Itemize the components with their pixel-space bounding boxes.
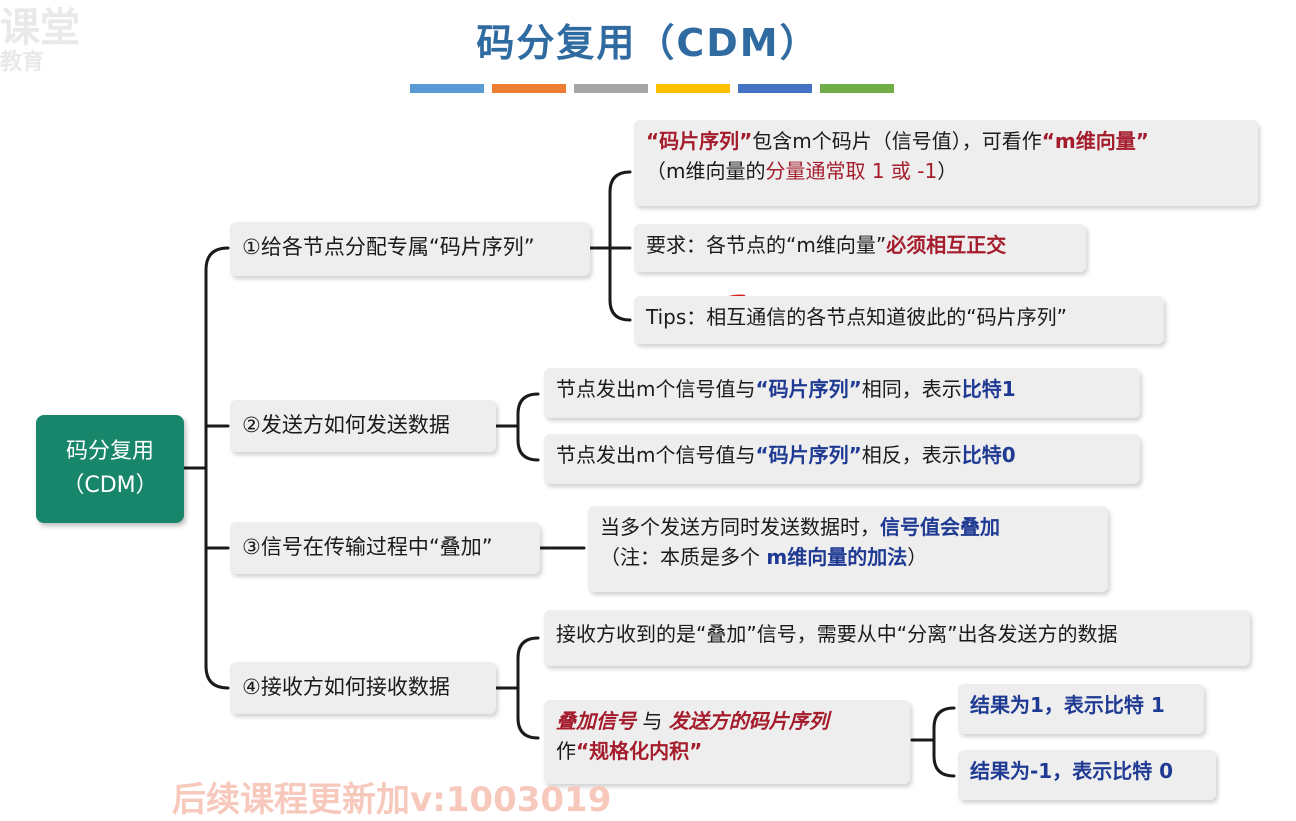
bit-1-emphasis: 比特1	[961, 377, 1016, 401]
send-same-text: 节点发出m个信号值与	[556, 377, 756, 401]
color-bar-5	[738, 84, 812, 93]
branch-3: ③信号在传输过程中“叠加”	[230, 522, 540, 574]
watermark-logo-main: 课堂	[0, 5, 80, 51]
inner-product-do: 作	[556, 739, 576, 763]
color-bar-3	[574, 84, 648, 93]
result-2-bit: 比特 0	[1112, 759, 1174, 783]
tips-text: Tips：相互通信的各节点知道彼此的“码片序列”	[646, 305, 1067, 329]
branch-2-child-1: 节点发出m个信号值与“码片序列”相同，表示比特1	[544, 368, 1140, 418]
orthogonal-emphasis: 必须相互正交	[886, 233, 1007, 257]
result-1-bit: 比特 1	[1103, 693, 1165, 717]
result-2-text: 结果为-1，表示	[970, 759, 1113, 783]
branch-2: ②发送方如何发送数据	[230, 400, 496, 452]
sender-chip-emphasis: 发送方的码片序列	[668, 709, 829, 733]
result-1: 结果为1，表示比特 1	[958, 684, 1204, 734]
send-same-means: 相同，表示	[861, 377, 962, 401]
connector-branch-4-children	[516, 636, 540, 740]
branch-1: ①给各节点分配专属“码片序列”	[230, 222, 590, 276]
color-bar-4	[656, 84, 730, 93]
branch-2-child-2: 节点发出m个信号值与“码片序列”相反，表示比特0	[544, 434, 1140, 484]
inner-product-line-1: 叠加信号 与 发送方的码片序列	[556, 706, 898, 736]
mindmap-connectors	[182, 170, 1024, 778]
branch-3-child-1-line-2: （注：本质是多个 m维向量的加法）	[600, 542, 1096, 572]
branch-1-child-3: Tips：相互通信的各节点知道彼此的“码片序列”	[634, 296, 1164, 344]
connector-results	[932, 706, 956, 778]
vector-component-emphasis: 分量通常取 1 或 -1	[765, 159, 938, 183]
requirement-text: 要求：各节点的“m维向量”	[646, 233, 887, 257]
superposed-signal-emphasis: 叠加信号	[556, 709, 636, 733]
superposition-note-close: ）	[907, 545, 928, 569]
color-bar-2	[492, 84, 566, 93]
vector-note-open: （m维向量的	[646, 159, 766, 183]
superposition-note-open: （注：本质是多个	[600, 545, 767, 569]
result-1-text: 结果为1，表示	[970, 693, 1104, 717]
color-bar-6	[820, 84, 894, 93]
watermark-logo: 课堂 教育	[0, 6, 140, 76]
watermark-logo-sub: 教育	[0, 50, 45, 75]
vector-note-close: ）	[937, 159, 958, 183]
send-opposite-means: 相反，表示	[861, 443, 962, 467]
chip-sequence-emphasis: “码片序列”	[646, 129, 753, 153]
branch-4-label: ④接收方如何接收数据	[242, 675, 450, 699]
bit-0-emphasis: 比特0	[961, 443, 1016, 467]
root-label-line-2: （CDM）	[62, 473, 158, 498]
root-node: 码分复用 （CDM）	[36, 415, 184, 523]
branch-4-child-1: 接收方收到的是“叠加”信号，需要从中“分离”出各发送方的数据	[544, 610, 1250, 666]
inner-product-line-2: 作“规格化内积”	[556, 736, 898, 766]
send-opposite-chip: “码片序列”	[755, 443, 862, 467]
connector-branch-2-children	[516, 392, 540, 462]
page-title: 码分复用（CDM）	[476, 21, 820, 65]
branch-1-child-1: “码片序列”包含m个码片（信号值），可看作“m维向量” （m维向量的分量通常取 …	[634, 120, 1258, 206]
branch-4-child-2: 叠加信号 与 发送方的码片序列 作“规格化内积”	[544, 700, 910, 784]
branch-3-child-1: 当多个发送方同时发送数据时，信号值会叠加 （注：本质是多个 m维向量的加法）	[588, 506, 1108, 592]
send-same-chip: “码片序列”	[755, 377, 862, 401]
branch-2-label: ②发送方如何发送数据	[242, 413, 450, 437]
branch-1-child-2: 要求：各节点的“m维向量”必须相互正交	[634, 224, 1086, 272]
inner-product-and: 与	[636, 709, 669, 733]
chip-sequence-desc: 包含m个码片（信号值），可看作	[752, 129, 1042, 153]
branch-3-child-1-line-1: 当多个发送方同时发送数据时，信号值会叠加	[600, 512, 1096, 542]
superposition-emphasis: 信号值会叠加	[880, 515, 1000, 539]
connector-branch-1-children	[608, 170, 632, 322]
superposition-text: 当多个发送方同时发送数据时，	[600, 515, 880, 539]
root-label-line-1: 码分复用	[65, 439, 154, 464]
result-2: 结果为-1，表示比特 0	[958, 750, 1216, 800]
branch-1-label: ①给各节点分配专属“码片序列”	[242, 235, 535, 259]
branch-1-child-1-line-2: （m维向量的分量通常取 1 或 -1）	[646, 156, 1246, 186]
connector-root-branch-1	[204, 246, 230, 690]
normalized-inner-product-emphasis: “规格化内积”	[576, 739, 703, 763]
branch-3-label: ③信号在传输过程中“叠加”	[242, 535, 493, 559]
receive-text: 接收方收到的是“叠加”信号，需要从中“分离”出各发送方的数据	[556, 622, 1118, 646]
color-bar-1	[410, 84, 484, 93]
watermark-bottom: 后续课程更新加v:1003019	[172, 780, 612, 820]
branch-4: ④接收方如何接收数据	[230, 662, 496, 714]
m-vector-emphasis: “m维向量”	[1041, 129, 1149, 153]
branch-1-child-1-line-1: “码片序列”包含m个码片（信号值），可看作“m维向量”	[646, 126, 1246, 156]
vector-addition-emphasis: m维向量的加法	[766, 545, 908, 569]
send-opposite-text: 节点发出m个信号值与	[556, 443, 756, 467]
